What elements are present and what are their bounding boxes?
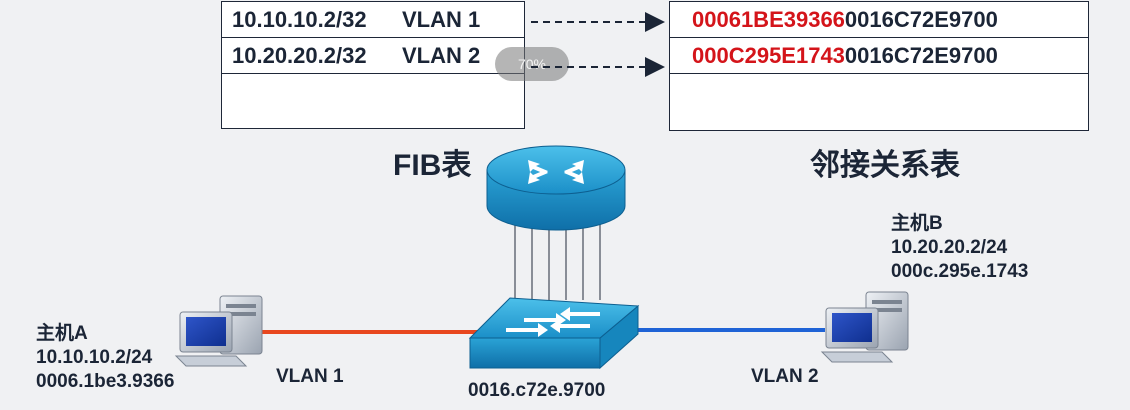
fib-row [222,74,524,126]
adjacency-dst-mac: 00061BE39366 [692,6,845,32]
adjacency-dst-mac: 000C295E1743 [692,42,845,68]
host-b-ip: 10.20.20.2/24 [891,237,1008,258]
router-switch-backplane [514,200,601,300]
zoom-level-text: 70% [517,56,547,72]
host-a-mac: 0006.1be3.9366 [36,371,175,392]
fib-table: 10.10.10.2/32 VLAN 1 10.20.20.2/32 VLAN … [221,1,525,129]
host-b-pc-icon [820,291,909,363]
fib-vlan: VLAN 2 [402,42,481,68]
host-a-label: 主机A 10.10.10.2/24 0006.1be3.9366 [36,322,174,394]
host-a-name: 主机A [36,323,88,344]
adjacency-table-caption: 邻接关系表 [810,149,960,182]
vlan1-label: VLAN 1 [276,366,344,387]
host-a-ip: 10.10.10.2/24 [36,347,153,368]
fib-table-caption: FIB表 [393,149,472,182]
fib-row: 10.10.10.2/32 VLAN 1 [222,2,524,38]
host-b-mac: 000c.295e.1743 [891,261,1029,282]
host-b-name: 主机B [891,213,943,234]
fib-ip: 10.20.20.2/32 [232,42,367,68]
fib-ip: 10.10.10.2/32 [232,6,367,32]
adjacency-row [670,74,1088,128]
adjacency-src-mac: 0016C72E9700 [844,6,998,32]
zoom-level-indicator: 70% [495,47,569,81]
fib-vlan: VLAN 1 [402,6,481,32]
adjacency-src-mac: 0016C72E9700 [844,42,998,68]
switch-icon [468,297,640,370]
fib-row: 10.20.20.2/32 VLAN 2 [222,38,524,74]
switch-mac-label: 0016.c72e.9700 [468,380,606,401]
vlan2-label: VLAN 2 [751,366,819,387]
host-b-label: 主机B 10.20.20.2/24 000c.295e.1743 [891,212,1028,284]
host-a-pc-icon [174,295,263,367]
router-icon [486,145,626,231]
